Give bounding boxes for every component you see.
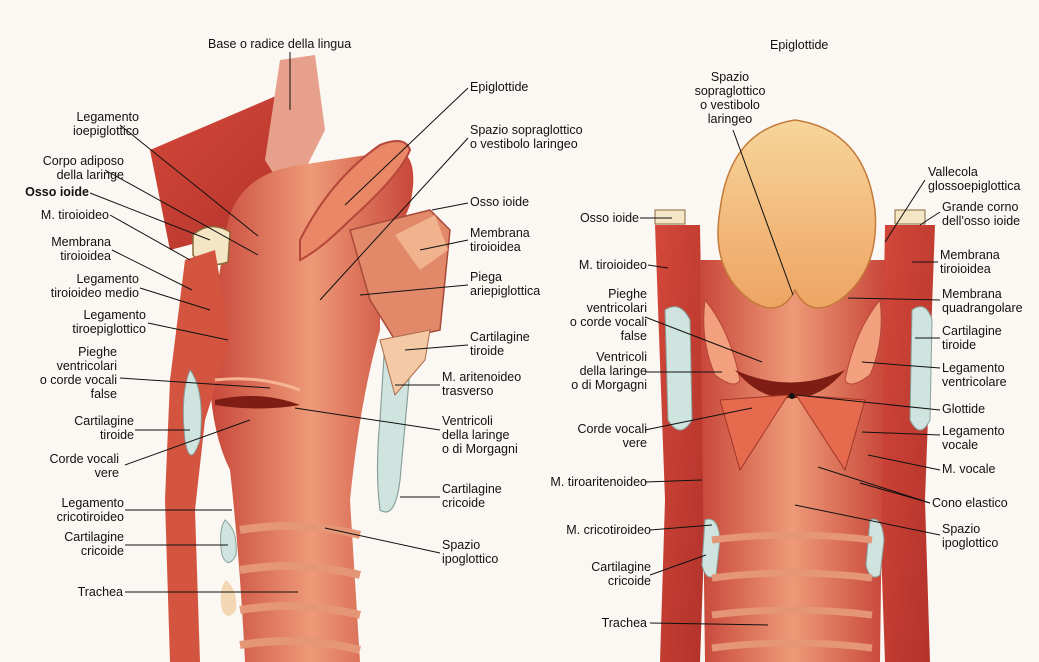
label-spazio-sopra-right: Spazio sopraglottico o vestibolo laringe…	[680, 70, 780, 126]
label-corpo-adiposo: Corpo adiposo della laringe	[43, 154, 124, 182]
label-base-lingua: Base o radice della lingua	[208, 37, 351, 51]
label-cartilagine-tiroide-right: Cartilagine tiroide	[942, 324, 1002, 352]
glottis-point	[789, 393, 795, 399]
label-leg-vocale: Legamento vocale	[942, 424, 1005, 452]
left-wall	[655, 225, 705, 662]
label-m-aritenoideo: M. aritenoideo trasverso	[442, 370, 521, 398]
label-osso-ioide-right: Osso ioide	[580, 211, 639, 225]
label-cartilagine-cricoide-left-r: Cartilagine cricoide	[442, 482, 502, 510]
hyoid-left	[655, 210, 685, 224]
label-cono-elastico: Cono elastico	[932, 496, 1008, 510]
label-piega-ari: Piega ariepiglottica	[470, 270, 540, 298]
label-osso-ioide-left-r: Osso ioide	[470, 195, 529, 209]
label-membrana-quad: Membrana quadrangolare	[942, 287, 1023, 315]
label-membrana-tiro-left-r: Membrana tiroioidea	[470, 226, 530, 254]
label-trachea-left: Trachea	[78, 585, 123, 599]
label-spazio-ipo-right: Spazio ipoglottico	[942, 522, 998, 550]
thyroid-right	[910, 307, 932, 430]
label-cartilagine-cricoide-left: Cartilagine cricoide	[64, 530, 124, 558]
label-m-tiroioideo-left: M. tiroioideo	[41, 208, 109, 222]
cricoid-section-1	[221, 520, 237, 563]
label-epiglottide-left: Epiglottide	[470, 80, 528, 94]
label-spazio-sopra-left: Spazio sopraglottico o vestibolo laringe…	[470, 123, 583, 151]
label-corde-vere-right: Corde vocali vere	[578, 422, 647, 450]
epiglottis-front	[718, 120, 876, 308]
coronal-view	[655, 120, 935, 662]
label-leg-tiroepi: Legamento tiroepiglottico	[72, 308, 146, 336]
label-leg-tiro-medio: Legamento tiroioideo medio	[51, 272, 139, 300]
anterior-wall	[165, 250, 230, 662]
label-corde-vere-left: Corde vocali vere	[50, 452, 119, 480]
label-membrana-tiro-right: Membrana tiroioidea	[940, 248, 1000, 276]
label-trachea-right: Trachea	[602, 616, 647, 630]
label-leg-cricotiro: Legamento cricotiroideo	[57, 496, 124, 524]
lumen	[700, 260, 885, 662]
label-leg-ventricolare: Legamento ventricolare	[942, 361, 1007, 389]
label-m-vocale: M. vocale	[942, 462, 996, 476]
label-glottide: Glottide	[942, 402, 985, 416]
sagittal-view	[150, 55, 450, 662]
thyroid-left	[665, 307, 692, 430]
label-cartilagine-tiroide-left: Cartilagine tiroide	[74, 414, 134, 442]
label-vallecola: Vallecola glossoepiglottica	[928, 165, 1020, 193]
label-ventricoli-left: Ventricoli della laringe o di Morgagni	[442, 414, 518, 456]
label-pieghe-vent-left: Pieghe ventricolari o corde vocali false	[40, 345, 117, 401]
label-grande-corno: Grande corno dell'osso ioide	[942, 200, 1020, 228]
label-ventricoli-right: Ventricoli della laringe o di Morgagni	[571, 350, 647, 392]
label-m-cricotiroideo: M. cricotiroideo	[566, 523, 651, 537]
label-spazio-ipo-left: Spazio ipoglottico	[442, 538, 498, 566]
label-epiglottide-right: Epiglottide	[770, 38, 828, 52]
label-cartilagine-tiroide-left-r: Cartilagine tiroide	[470, 330, 530, 358]
label-leg-ioepi: Legamento ioepiglottico	[73, 110, 139, 138]
label-membrana-tiro-left: Membrana tiroioidea	[51, 235, 111, 263]
label-m-tiroioideo-right: M. tiroioideo	[579, 258, 647, 272]
label-osso-ioide-left: Osso ioide	[25, 185, 89, 199]
label-cartilagine-cricoide-right: Cartilagine cricoide	[591, 560, 651, 588]
right-wall	[880, 225, 935, 662]
label-m-tiroaritenoideo: M. tiroaritenoideo	[550, 475, 647, 489]
label-pieghe-vent-right: Pieghe ventricolari o corde vocali false	[570, 287, 647, 343]
tracheal-ring-1	[221, 580, 237, 616]
hyoid-right	[895, 210, 925, 224]
